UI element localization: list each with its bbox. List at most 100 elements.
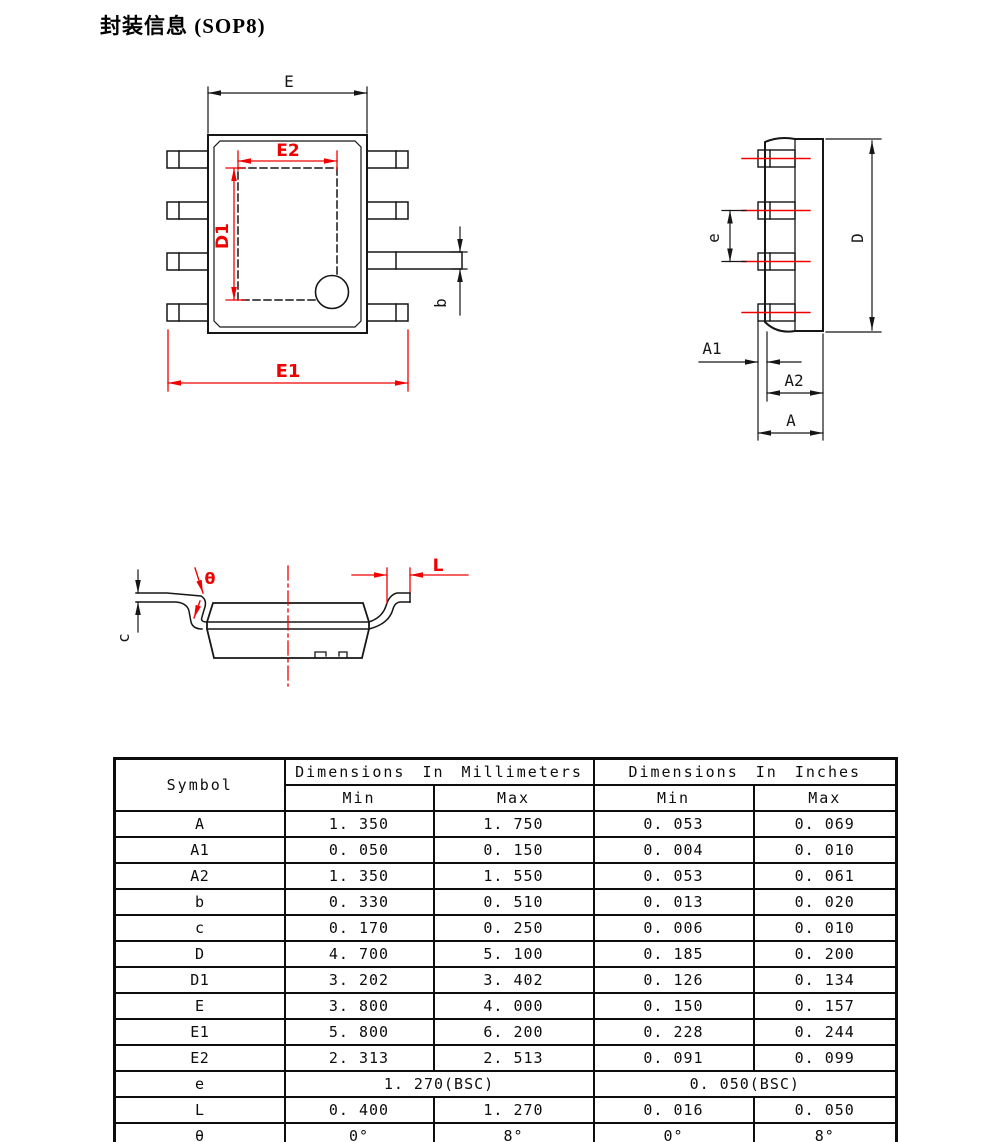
cell-mm-min: 3. 202 — [283, 966, 435, 994]
side-view: e D A1 A2 A — [698, 137, 882, 441]
lead-left — [135, 601, 203, 630]
cell-mm-min: 0° — [283, 1122, 435, 1142]
cell-symbol: E1 — [113, 1018, 286, 1046]
dimension-table-section: Symbol Dimensions In Millimeters Dimensi… — [113, 757, 898, 1142]
cell-mm-max: 1. 550 — [432, 862, 595, 890]
cell-mm-min: 0. 400 — [283, 1096, 435, 1124]
cell-mm-min: 1. 350 — [283, 810, 435, 838]
lead-right — [368, 592, 411, 623]
epad-dashed-outline — [237, 167, 338, 301]
cell-in-max: 0. 200 — [752, 940, 898, 968]
body-outline — [206, 602, 370, 659]
cell-in-max: 0. 010 — [752, 914, 898, 942]
dim-D1 — [225, 167, 246, 301]
cell-mm-max: 0. 510 — [432, 888, 595, 916]
cell-symbol: b — [113, 888, 286, 916]
mold-notch — [314, 651, 348, 659]
cell-mm-bsc: 1. 270(BSC) — [283, 1070, 595, 1098]
cell-mm-max: 8° — [432, 1122, 595, 1142]
cell-in-min: 0. 228 — [592, 1018, 755, 1046]
table-row: b 0. 330 0. 510 0. 013 0. 020 — [113, 888, 898, 916]
pin1-indicator-circle — [314, 274, 350, 310]
table-row: L 0. 400 1. 270 0. 016 0. 050 — [113, 1096, 898, 1124]
cell-in-min: 0. 013 — [592, 888, 755, 916]
cell-in-max: 0. 010 — [752, 836, 898, 864]
cell-in-min: 0. 091 — [592, 1044, 755, 1072]
table-row: D 4. 700 5. 100 0. 185 0. 200 — [113, 940, 898, 968]
dim-label-e: e — [704, 233, 723, 243]
cell-in-max: 0. 050 — [752, 1096, 898, 1124]
cell-mm-min: 5. 800 — [283, 1018, 435, 1046]
col-header-mm-max: Max — [432, 784, 595, 812]
cell-in-min: 0. 053 — [592, 810, 755, 838]
dim-extension-lines — [757, 320, 824, 441]
table-row: A2 1. 350 1. 550 0. 053 0. 061 — [113, 862, 898, 890]
cell-in-min: 0. 006 — [592, 914, 755, 942]
cell-in-max: 0. 069 — [752, 810, 898, 838]
cell-symbol: e — [113, 1070, 286, 1098]
dim-label-A: A — [786, 411, 796, 430]
cell-mm-min: 4. 700 — [283, 940, 435, 968]
table-row: E 3. 800 4. 000 0. 150 0. 157 — [113, 992, 898, 1020]
cell-in-max: 0. 157 — [752, 992, 898, 1020]
cell-in-min: 0. 150 — [592, 992, 755, 1020]
col-header-symbol: Symbol — [113, 757, 286, 812]
dim-theta — [193, 567, 204, 619]
dim-E2 — [237, 150, 338, 171]
dim-L — [351, 567, 469, 604]
dim-D — [825, 138, 882, 333]
cell-in-max: 0. 134 — [752, 966, 898, 994]
cell-symbol: A2 — [113, 862, 286, 890]
cell-in-max: 8° — [752, 1122, 898, 1142]
cell-in-min: 0° — [592, 1122, 755, 1142]
table-header-row: Symbol Dimensions In Millimeters Dimensi… — [113, 757, 898, 812]
cell-mm-max: 1. 270 — [432, 1096, 595, 1124]
cell-in-bsc: 0. 050(BSC) — [592, 1070, 898, 1098]
table-row: c 0. 170 0. 250 0. 006 0. 010 — [113, 914, 898, 942]
lead-right — [368, 601, 411, 630]
cell-mm-max: 3. 402 — [432, 966, 595, 994]
top-view: E E2 D1 — [166, 72, 468, 392]
dim-label-E1: E1 — [276, 361, 301, 382]
cell-mm-min: 2. 313 — [283, 1044, 435, 1072]
cell-in-max: 0. 061 — [752, 862, 898, 890]
dim-e — [721, 209, 747, 263]
col-header-mm-min: Min — [283, 784, 435, 812]
dim-label-A2: A2 — [784, 371, 803, 390]
cell-mm-max: 6. 200 — [432, 1018, 595, 1046]
dim-label-theta: θ — [205, 569, 216, 588]
cell-in-max: 0. 244 — [752, 1018, 898, 1046]
cell-symbol: A — [113, 810, 286, 838]
cell-in-max: 0. 020 — [752, 888, 898, 916]
pin — [757, 149, 796, 322]
cell-mm-min: 0. 050 — [283, 836, 435, 864]
cell-symbol: θ — [113, 1122, 286, 1142]
table-header-row: Min Max Min Max — [115, 784, 898, 812]
pin-centerlines — [741, 157, 811, 314]
cell-in-min: 0. 016 — [592, 1096, 755, 1124]
cell-symbol: E — [113, 992, 286, 1020]
package-drawings: E E2 D1 — [114, 72, 882, 687]
cell-symbol: D1 — [113, 966, 286, 994]
dimension-table: Symbol Dimensions In Millimeters Dimensi… — [113, 757, 898, 1142]
cell-mm-max: 0. 150 — [432, 836, 595, 864]
dim-label-E2: E2 — [276, 141, 299, 161]
dim-label-D1: D1 — [213, 223, 233, 249]
cell-in-min: 0. 185 — [592, 940, 755, 968]
table-row: E1 5. 800 6. 200 0. 228 0. 244 — [113, 1018, 898, 1046]
dim-E — [207, 86, 368, 134]
dim-label-b: b — [431, 298, 450, 308]
dim-label-A1: A1 — [702, 339, 721, 358]
cell-mm-max: 2. 513 — [432, 1044, 595, 1072]
table-row: θ 0° 8° 0° 8° — [113, 1122, 898, 1142]
cell-mm-max: 5. 100 — [432, 940, 595, 968]
cell-symbol: E2 — [113, 1044, 286, 1072]
lead-left — [135, 592, 208, 623]
col-header-in-min: Min — [592, 784, 755, 812]
body-outline — [764, 137, 824, 333]
dim-E1 — [167, 329, 409, 392]
col-header-inch: Dimensions In Inches — [592, 757, 898, 786]
dim-label-D: D — [848, 233, 867, 243]
col-header-in-max: Max — [752, 784, 898, 812]
